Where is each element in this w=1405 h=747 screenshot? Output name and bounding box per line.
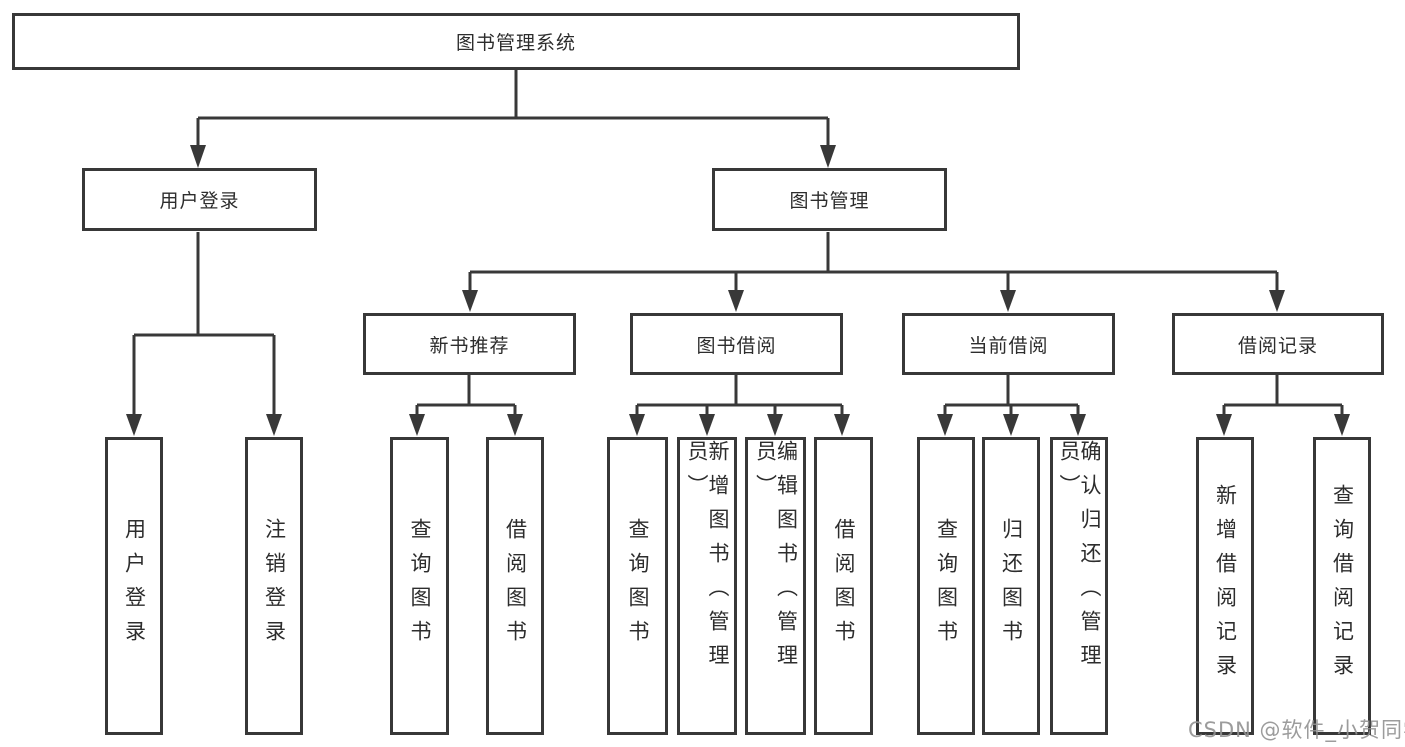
node-label: 查询图书 bbox=[934, 518, 959, 654]
node-book-borrowing: 图书借阅 bbox=[630, 313, 843, 375]
node-label: 借阅图书 bbox=[832, 518, 856, 654]
leaf-logout: 注销登录 bbox=[245, 437, 303, 735]
node-borrowing-records: 借阅记录 bbox=[1172, 313, 1384, 375]
node-user-login: 用户登录 bbox=[82, 168, 317, 231]
node-label: 查询图书 bbox=[626, 518, 650, 654]
leaf-return-books: 归还图书 bbox=[982, 437, 1040, 735]
node-label: 用户登录 bbox=[122, 518, 147, 654]
node-label: 注销登录 bbox=[262, 518, 287, 654]
node-label: 查询借阅记录 bbox=[1330, 484, 1355, 688]
leaf-query-borrow-record: 查询借阅记录 bbox=[1313, 437, 1371, 735]
node-library-management-system: 图书管理系统 bbox=[12, 13, 1020, 70]
csdn-watermark: CSDN @软件_小贺同学 bbox=[1188, 718, 1405, 742]
node-label: 确认归还（管理员） bbox=[1057, 440, 1102, 678]
node-book-management: 图书管理 bbox=[712, 168, 947, 231]
arrowheads bbox=[126, 145, 1350, 436]
leaf-edit-book-admin: 编辑图书（管理员） bbox=[745, 437, 806, 735]
leaf-query-books-recommend: 查询图书 bbox=[390, 437, 449, 735]
node-label: 新增借阅记录 bbox=[1213, 484, 1238, 688]
leaf-add-book-admin: 新增图书（管理员） bbox=[677, 437, 737, 735]
leaf-user-login: 用户登录 bbox=[105, 437, 163, 735]
leaf-query-books-current: 查询图书 bbox=[917, 437, 975, 735]
node-new-book-recommendation: 新书推荐 bbox=[363, 313, 576, 375]
leaf-add-borrow-record: 新增借阅记录 bbox=[1196, 437, 1254, 735]
node-label: 编辑图书（管理员） bbox=[753, 440, 799, 678]
node-label: 借阅记录 bbox=[1237, 334, 1318, 357]
node-label: 图书管理系统 bbox=[455, 32, 576, 54]
leaf-confirm-return-admin: 确认归还（管理员） bbox=[1050, 437, 1108, 735]
node-label: 借阅图书 bbox=[503, 518, 528, 654]
leaf-borrow-books-recommend: 借阅图书 bbox=[486, 437, 544, 735]
node-label: 用户登录 bbox=[159, 190, 240, 212]
node-label: 图书借阅 bbox=[696, 334, 777, 357]
node-label: 当前借阅 bbox=[968, 334, 1049, 357]
node-label: 查询图书 bbox=[408, 518, 432, 654]
node-label: 图书管理 bbox=[789, 190, 870, 212]
node-label: 归还图书 bbox=[999, 518, 1024, 654]
node-label: 新书推荐 bbox=[429, 334, 510, 357]
leaf-borrow-books-borrowing: 借阅图书 bbox=[814, 437, 873, 735]
node-label: 新增图书（管理员） bbox=[685, 440, 730, 678]
node-current-borrowing: 当前借阅 bbox=[902, 313, 1115, 375]
leaf-query-books-borrowing: 查询图书 bbox=[607, 437, 668, 735]
